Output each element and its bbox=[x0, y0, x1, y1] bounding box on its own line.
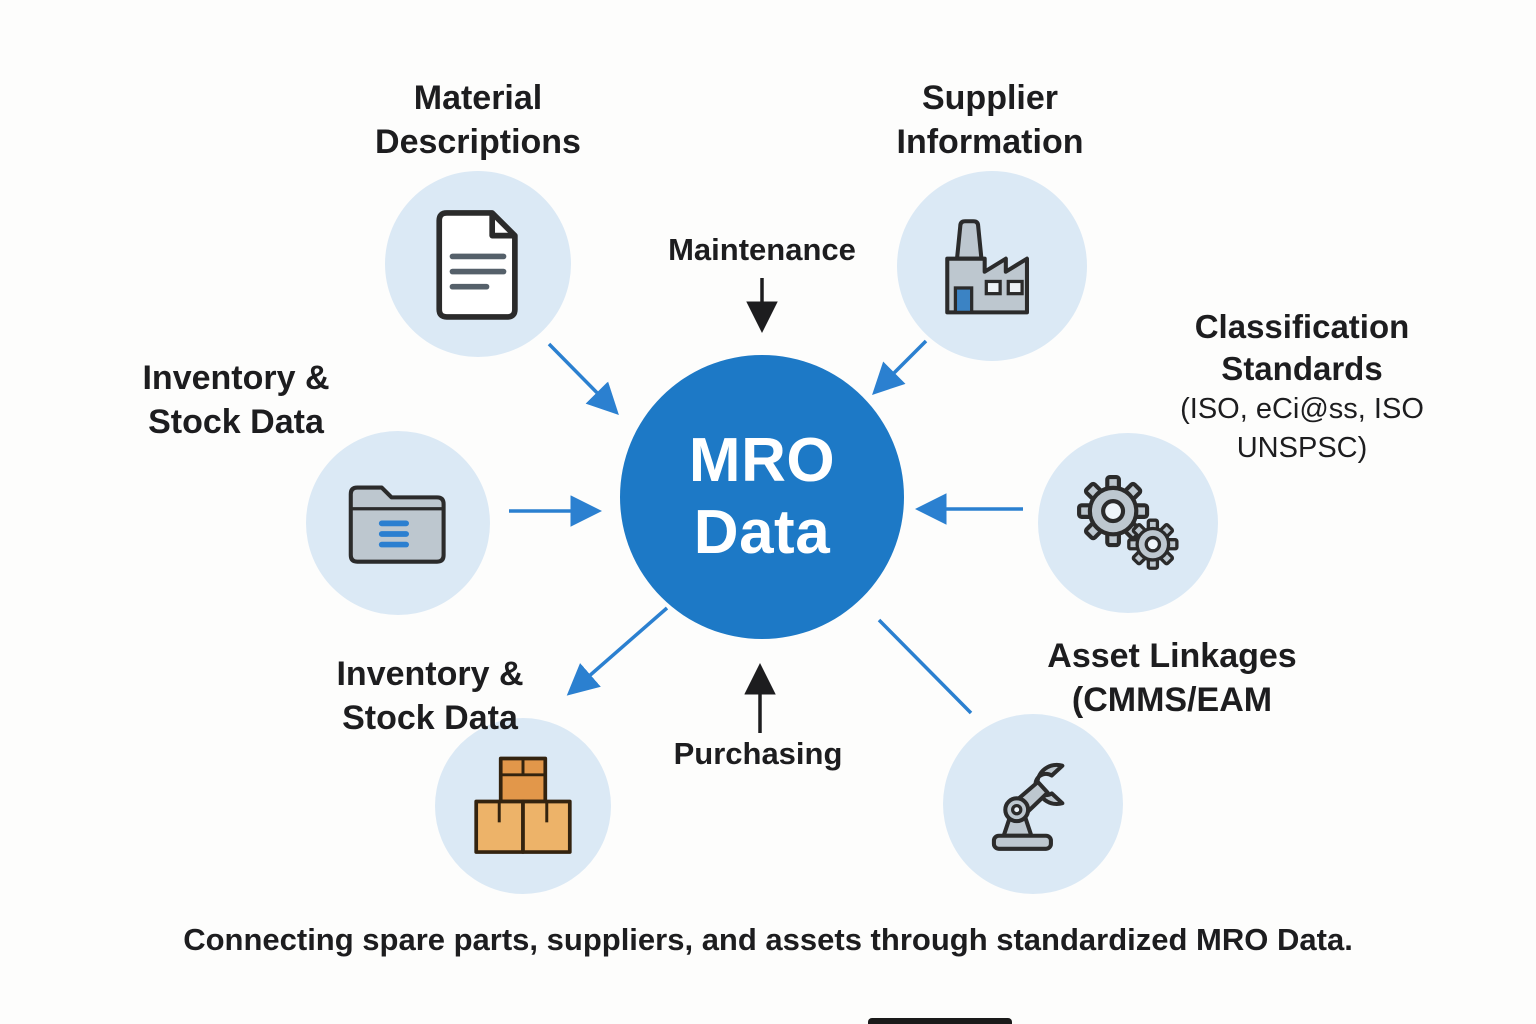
label-classification-standards: Classification Standards (ISO, eCi@ss, I… bbox=[1180, 308, 1424, 464]
asset-linkages-node bbox=[943, 714, 1123, 894]
home-indicator-bar bbox=[868, 1018, 1012, 1024]
folder-icon bbox=[348, 485, 446, 564]
factory-icon bbox=[945, 219, 1030, 315]
arrow-supplier-to-hub bbox=[872, 339, 928, 395]
classification-standards-node bbox=[1038, 433, 1218, 613]
label-inventory-stock-bottom: Inventory & Stock Data bbox=[336, 655, 524, 737]
arrow-material-to-hub bbox=[547, 342, 619, 415]
hub-title-line2: Data bbox=[693, 498, 831, 567]
robot-arm-icon bbox=[991, 762, 1065, 851]
boxes-icon bbox=[474, 756, 572, 854]
document-icon bbox=[436, 210, 518, 320]
label-purchasing: Purchasing bbox=[673, 736, 843, 771]
material-descriptions-node bbox=[385, 171, 571, 357]
supplier-information-node bbox=[897, 171, 1087, 361]
hub-title-line1: MRO bbox=[688, 426, 836, 495]
label-supplier-information: Supplier Information bbox=[896, 79, 1084, 161]
label-material-descriptions: Material Descriptions bbox=[375, 79, 581, 161]
label-asset-linkages: Asset Linkages (CMMS/EAM bbox=[1047, 637, 1297, 719]
label-maintenance: Maintenance bbox=[668, 232, 856, 267]
arrow-hub-to-boxes bbox=[566, 606, 669, 696]
mro-data-hub: MRO Data bbox=[620, 355, 904, 639]
gears-icon bbox=[1077, 474, 1179, 570]
label-inventory-stock-left: Inventory & Stock Data bbox=[142, 359, 330, 441]
inventory-stock-bottom-node bbox=[435, 718, 611, 894]
line-robot-to-hub bbox=[877, 618, 973, 715]
diagram-caption: Connecting spare parts, suppliers, and a… bbox=[183, 922, 1353, 957]
inventory-stock-left-node bbox=[306, 431, 490, 615]
